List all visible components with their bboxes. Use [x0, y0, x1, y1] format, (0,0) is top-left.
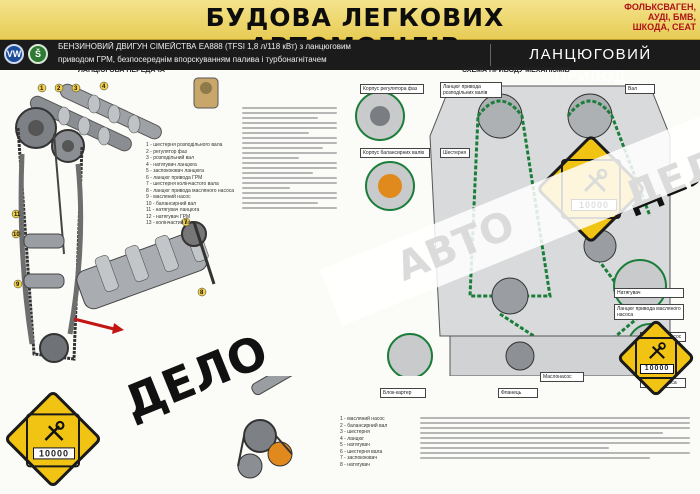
stamp-inner: 10000 [25, 413, 80, 468]
legend-item: 10 - балансирний вал [146, 200, 197, 207]
legend-item: 3 - шестерня [340, 429, 370, 435]
engine-description-line-1: БЕНЗИНОВИЙ ДВИГУН СІМЕЙСТВА EA888 (TFSI … [58, 42, 351, 51]
skoda-logo-text: Š [34, 49, 41, 59]
marker-3: 3 [74, 86, 78, 92]
brand-list: ФОЛЬКСВАГЕН, АУДІ, БМВ, ШКОДА, СЕАТ [596, 2, 696, 32]
marker-7: 7 [184, 220, 188, 226]
brand-line-1: ФОЛЬКСВАГЕН, [624, 2, 696, 12]
legend-item: 4 - натягувач ланцюга [146, 161, 197, 168]
vw-logo-icon: VW [4, 44, 24, 64]
skoda-logo-icon: Š [28, 44, 48, 64]
legend-item: 8 - ланцюг привода масляного насоса [146, 187, 235, 194]
legend-item: 5 - натягувач [340, 442, 370, 448]
legend-item: 5 - заспокоювач ланцюга [146, 168, 204, 174]
legend-item: 6 - шестерня вала [340, 448, 383, 455]
callout-10: Фланець [498, 388, 538, 398]
marker-9: 9 [16, 282, 20, 288]
marker-2: 2 [57, 86, 61, 92]
watermark-stamp-3: 10000 [616, 318, 696, 398]
callout-9: Маслонасос [540, 372, 584, 382]
callout-2: Ланцюг привода розподільних валів [440, 82, 502, 98]
stamp-counter: 10000 [640, 364, 674, 374]
stamp-inner: 10000 [635, 337, 677, 379]
legend-item: 11 - натягувач ланцюга [146, 207, 200, 213]
legend-item: 7 - заспокоювач [340, 455, 377, 461]
wrench-screwdriver-icon [44, 420, 65, 441]
subheader-bar [0, 40, 700, 70]
watermark-stamp-2: 10000 [3, 389, 103, 489]
legend-item: 2 - регулятор фаз [146, 148, 187, 155]
callout-5: Корпус балансирних валів [360, 148, 430, 158]
section-title: ЛАНЦЮГОВИЙ ПРИВОД [490, 44, 690, 85]
parts-legend: 1 - шестерня розподільного вала 2 - регу… [146, 142, 236, 227]
right-section-title: СХЕМА ПРИВОДУ МЕХАНІЗМІВ [462, 67, 570, 74]
brand-line-3: ШКОДА, СЕАТ [632, 22, 696, 32]
marker-4: 4 [102, 84, 106, 90]
vw-logo-text: VW [6, 49, 22, 59]
callout-4: Шестерня [440, 148, 470, 158]
marker-10: 10 [13, 232, 20, 238]
marker-1: 1 [40, 86, 44, 92]
legend-item: 1 - шестерня розподільного вала [146, 142, 223, 148]
marker-8: 8 [200, 290, 204, 296]
wrench-screwdriver-icon [649, 342, 666, 359]
stamp-counter: 10000 [33, 447, 75, 460]
callout-1: Корпус регулятора фаз [360, 84, 424, 94]
brand-line-2: АУДІ, БМВ, [647, 12, 696, 22]
legend-item: 13 - колінчастий вал [146, 220, 194, 226]
header-bar: БУДОВА ЛЕГКОВИХ АВТОМОБІЛІВ ФОЛЬКСВАГЕН,… [0, 0, 700, 61]
bottom-parts-legend: 1 - масляний насос 2 - балансирний вал 3… [340, 416, 410, 468]
left-section-title: ЛАНЦЮГОВА ПЕРЕДАЧА [78, 67, 165, 74]
callout-6: Натягувач [614, 288, 684, 298]
chain-drive-illustration: 1 2 3 4 11 10 9 7 8 [11, 77, 219, 363]
engine-description-line-2: приводом ГРМ, безпосереднім впорскування… [58, 55, 327, 64]
legend-item: 12 - натягувач ГРМ [146, 213, 191, 220]
brand-logos: VW Š [4, 44, 50, 64]
legend-item: 4 - ланцюг [340, 435, 365, 442]
marker-11: 11 [14, 212, 21, 218]
callout-7: Ланцюг привода масляного насоса [614, 304, 684, 320]
callout-11: Блок-картер [380, 388, 426, 398]
legend-item: 7 - шестерня колінчастого вала [146, 181, 219, 187]
bottom-description-text [420, 414, 690, 474]
legend-item: 9 - масляний насос [146, 194, 191, 200]
oil-pump-detail-illustration [237, 376, 316, 479]
description-text-block [242, 104, 337, 264]
legend-item: 8 - натягувач [340, 461, 370, 468]
legend-item: 6 - ланцюг привода ГРМ [146, 174, 203, 181]
legend-item: 1 - масляний насос [340, 416, 385, 422]
callout-3: Вал [625, 84, 655, 94]
legend-item: 2 - балансирний вал [340, 422, 388, 429]
legend-item: 3 - розподільний вал [146, 155, 194, 161]
